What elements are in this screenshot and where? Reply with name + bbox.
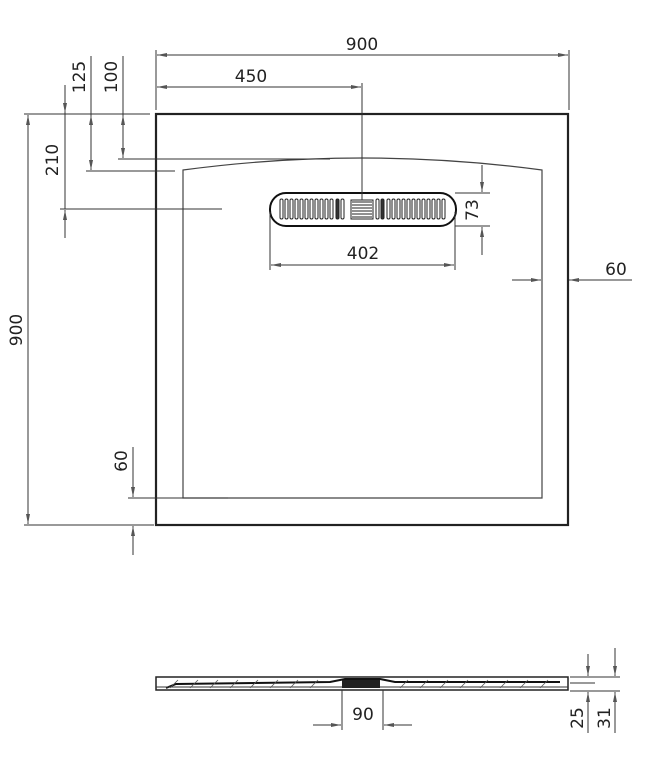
dim-drain-center-offset: 450 <box>157 67 363 200</box>
dim-label-rim-right: 60 <box>605 260 627 280</box>
dim-overall-width: 900 <box>155 35 570 110</box>
dim-label-overall-width: 900 <box>346 35 378 55</box>
section-view: 90 25 31 <box>155 648 620 733</box>
dim-label-offset-100: 100 <box>102 61 122 93</box>
dim-total-height: 31 <box>595 648 617 733</box>
dim-drain-width: 73 <box>455 165 490 255</box>
dim-label-overall-depth: 900 <box>7 314 27 346</box>
drain-grate-icon <box>269 192 457 227</box>
drain-section-icon <box>342 680 380 688</box>
basin-outline <box>182 157 543 499</box>
dim-label-total-height: 31 <box>595 707 615 729</box>
dim-label-edge-height: 25 <box>568 707 588 729</box>
dim-label-drain-width: 73 <box>463 199 483 221</box>
dim-offset-210: 210 <box>43 85 222 238</box>
dim-edge-height: 25 <box>568 654 620 733</box>
dim-rim-bottom: 60 <box>112 447 228 555</box>
dim-offset-125: 125 <box>70 56 175 172</box>
dim-overall-depth: 900 <box>7 113 154 526</box>
dim-label-drain-length: 402 <box>347 244 379 264</box>
dim-label-drain-opening: 90 <box>352 705 374 725</box>
dim-label-offset-125: 125 <box>70 61 90 93</box>
dim-label-rim-bottom: 60 <box>112 450 132 472</box>
dim-label-offset-210: 210 <box>43 144 63 176</box>
plan-view: 900 450 402 73 60 <box>7 35 632 555</box>
dim-drain-length: 402 <box>269 212 456 270</box>
dim-offset-100: 100 <box>102 56 330 160</box>
dim-label-drain-center: 450 <box>235 67 267 87</box>
dim-drain-opening: 90 <box>313 690 412 730</box>
dim-rim-right: 60 <box>512 260 632 282</box>
